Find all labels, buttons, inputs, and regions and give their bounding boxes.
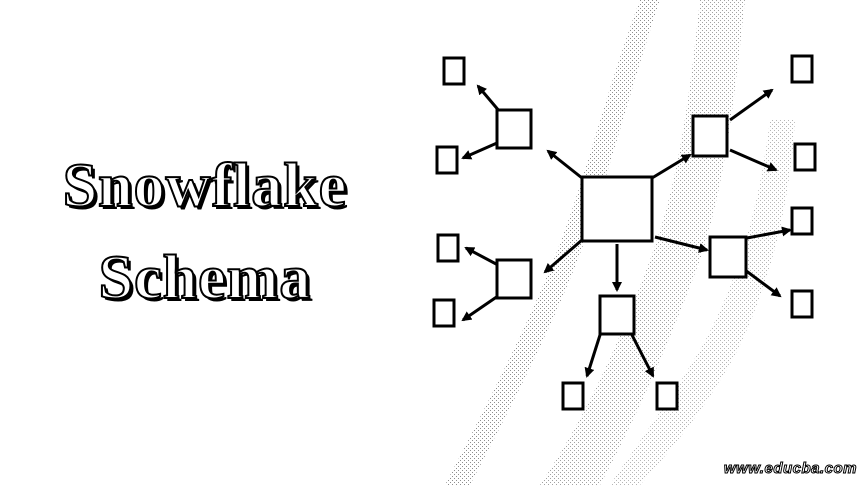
arrow-ur-to-top xyxy=(729,88,774,122)
arrow-bottom-to-left xyxy=(584,334,602,378)
title-line-2: Schema xyxy=(98,243,312,313)
dimension-box-lower-left xyxy=(495,258,533,300)
arrow-ul-to-top xyxy=(476,84,502,113)
watermark-text: www.educba.com xyxy=(723,460,857,478)
arrow-mr-to-top xyxy=(746,226,792,240)
sub-dimension-box-mr-top xyxy=(790,206,814,236)
sub-dimension-box-bottom-left xyxy=(561,381,585,411)
dimension-box-bottom xyxy=(598,294,636,336)
sub-dimension-box-ur-top xyxy=(790,54,814,84)
dimension-box-upper-left xyxy=(495,108,533,150)
dimension-box-upper-right xyxy=(691,114,729,158)
title-line-1: Snowflake xyxy=(62,151,348,221)
swoosh-left xyxy=(445,0,660,485)
sub-dimension-box-mr-bottom xyxy=(790,289,814,319)
sub-dimension-box-ul-top xyxy=(442,56,466,86)
connector-arrows xyxy=(461,84,792,378)
page-title: Snowflake Schema xyxy=(20,140,390,324)
fact-table-box xyxy=(580,175,654,243)
arrow-ul-to-left xyxy=(461,141,498,160)
arrow-fact-to-upper-right xyxy=(651,153,692,180)
arrow-fact-to-lower-left xyxy=(543,238,583,274)
schema-boxes xyxy=(432,54,817,411)
sub-dimension-box-ur-bottom xyxy=(793,142,817,172)
dimension-box-middle-right xyxy=(708,235,748,279)
arrow-bottom-to-right xyxy=(630,334,655,378)
sub-dimension-box-ll-bottom xyxy=(432,298,456,328)
arrow-ll-to-top xyxy=(464,246,499,267)
arrow-ll-to-bottom xyxy=(461,294,499,322)
sub-dimension-box-ul-left xyxy=(435,145,459,175)
swoosh-right xyxy=(610,120,795,485)
arrow-mr-to-bottom xyxy=(744,268,782,298)
arrow-ur-to-bottom xyxy=(729,148,778,172)
arrow-fact-to-upper-left xyxy=(546,149,583,180)
arrow-fact-to-middle-right xyxy=(654,235,709,253)
sub-dimension-box-ll-top xyxy=(436,233,460,263)
sub-dimension-box-bottom-right xyxy=(655,381,679,411)
